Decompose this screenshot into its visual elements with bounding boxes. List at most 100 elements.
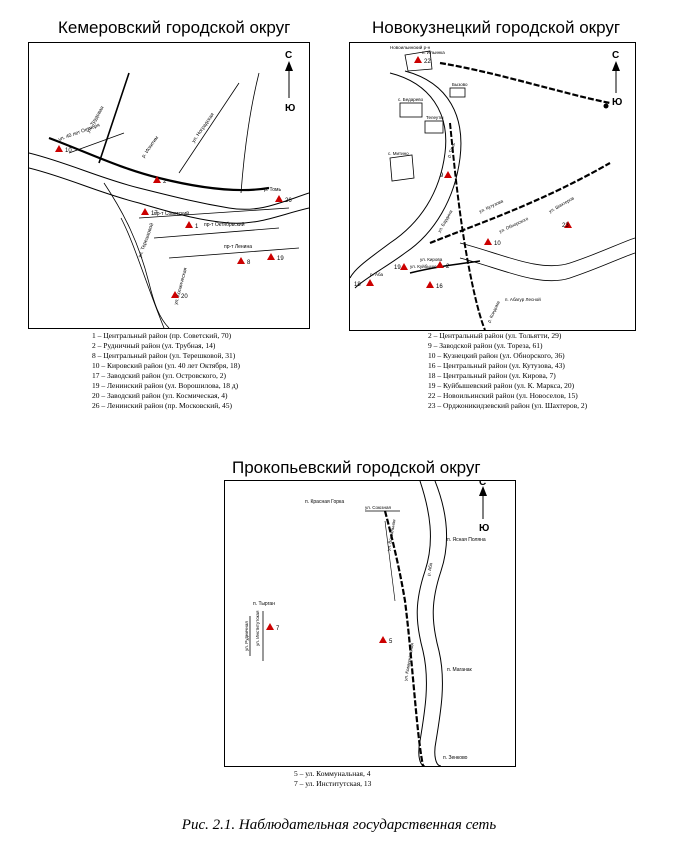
street-label: р. Аба bbox=[426, 562, 433, 576]
compass-south: Ю bbox=[612, 97, 622, 108]
compass-north: С bbox=[612, 50, 619, 61]
figure-caption: Рис. 2.1. Наблюдательная государственная… bbox=[181, 817, 497, 833]
compass-north: С bbox=[479, 481, 486, 488]
station-label: 23 bbox=[562, 223, 569, 229]
kemerovo-title: Кемеровский городской округ bbox=[58, 18, 291, 37]
station-marker bbox=[153, 176, 161, 183]
station-label: 16 bbox=[436, 284, 443, 290]
station-label: 19 bbox=[394, 265, 401, 271]
station-marker bbox=[444, 171, 452, 178]
street-label: ул. Терешковой bbox=[136, 222, 155, 259]
legend-item: 20 – Заводский район (ул. Космическая, 4… bbox=[92, 391, 228, 400]
street-label: ул. Куйбышева bbox=[410, 263, 442, 269]
place-label: Телеуты bbox=[426, 115, 443, 120]
station-label: 9 bbox=[440, 173, 444, 179]
legend-item: 2 – Центральный район (ул. Тольятти, 29) bbox=[428, 331, 562, 340]
station-label: 2 bbox=[446, 264, 450, 270]
station-label: 5 bbox=[389, 639, 393, 645]
legend-item: 19 – Куйбышевский район (ул. К. Маркса, … bbox=[428, 381, 575, 390]
station-marker bbox=[171, 291, 179, 298]
legend-item: 10 – Кузнецкий район (ул. Обнорского, 36… bbox=[428, 351, 565, 360]
place-label: п. Ильинка bbox=[422, 50, 445, 55]
place-label: п. Тырган bbox=[253, 601, 275, 607]
street-label: ул. Коммунальная bbox=[403, 642, 415, 681]
station-label: 26 bbox=[285, 198, 292, 204]
station-label: 7 bbox=[276, 626, 280, 632]
street-label: ул. Шахтеров bbox=[548, 195, 575, 214]
station-marker bbox=[267, 253, 275, 260]
station-label: 10 bbox=[65, 148, 72, 154]
station-label: 1 bbox=[195, 224, 199, 230]
station-label: 20 bbox=[181, 294, 188, 300]
prokopyevsk-map: С Ю п. Красная Горка ул. Союзная п. Ясна… bbox=[224, 477, 516, 767]
street-label: пр-т Советский bbox=[154, 210, 189, 217]
street-label: р. Томь bbox=[446, 142, 456, 159]
station-label: 2 bbox=[163, 179, 167, 185]
station-marker bbox=[185, 221, 193, 228]
kemerovo-map: С Ю ул. 40 лет Октября ул. Трудовая р. И… bbox=[28, 42, 310, 329]
kemerovo-legend: 1 – Центральный район (пр. Советский, 70… bbox=[92, 331, 240, 411]
legend-item: 19 – Ленинский район (ул. Ворошилова, 18… bbox=[92, 381, 239, 390]
station-marker bbox=[366, 279, 374, 286]
station-label: 18 bbox=[354, 282, 361, 288]
street-label: ул. Ноградская bbox=[191, 112, 216, 144]
station-label: 19 bbox=[277, 256, 284, 262]
legend-item: 2 – Рудничный район (ул. Трубная, 14) bbox=[92, 341, 216, 350]
legend-item: 7 – ул. Институтская, 13 bbox=[294, 779, 372, 788]
compass-south: Ю bbox=[479, 523, 489, 534]
station-marker bbox=[266, 623, 274, 630]
street-label: р. Аба bbox=[370, 272, 383, 277]
street-label: ул. Институтская bbox=[255, 610, 260, 646]
compass-north: С bbox=[285, 50, 292, 61]
station-label: 17 bbox=[151, 211, 158, 217]
novokuznetsk-legend: 2 – Центральный район (ул. Тольятти, 29)… bbox=[428, 331, 587, 411]
legend-item: 9 – Заводской район (ул. Тореза, 61) bbox=[428, 341, 543, 350]
place-label: п. Маганак bbox=[447, 667, 473, 673]
station-marker bbox=[436, 261, 444, 268]
legend-item: 22 – Новоильинский район (ул. Новоселов,… bbox=[428, 391, 578, 400]
street-label: ул. Рудничная bbox=[244, 621, 249, 651]
street-label: р. Томь bbox=[264, 187, 281, 193]
station-label: 8 bbox=[247, 260, 251, 266]
station-marker bbox=[564, 221, 572, 228]
street-label: ул. Бардина bbox=[437, 209, 454, 234]
legend-item: 17 – Заводский район (ул. Островского, 2… bbox=[92, 371, 227, 380]
station-marker bbox=[484, 238, 492, 245]
place-label: с. Митино bbox=[388, 151, 409, 156]
place-label: п. Красная Горка bbox=[305, 499, 344, 505]
station-marker bbox=[275, 195, 283, 202]
legend-item: 10 – Кировский район (ул. 40 лет Октября… bbox=[92, 361, 240, 370]
street-label: р. Искитим bbox=[141, 135, 161, 160]
street-label: ул. Кирова bbox=[420, 257, 443, 262]
station-label: 10 bbox=[494, 241, 501, 247]
station-marker bbox=[237, 257, 245, 264]
street-label: пр-т Ленина bbox=[224, 244, 252, 250]
compass-south: Ю bbox=[285, 103, 295, 114]
prokopyevsk-legend: 5 – ул. Коммунальная, 4 7 – ул. Институт… bbox=[294, 769, 371, 789]
station-marker bbox=[426, 281, 434, 288]
legend-item: 1 – Центральный район (пр. Советский, 70… bbox=[92, 331, 232, 340]
station-marker bbox=[141, 208, 149, 215]
place-label: Бызово bbox=[452, 82, 468, 87]
legend-item: 18 – Центральный район (ул. Кирова, 7) bbox=[428, 371, 556, 380]
legend-item: 5 – ул. Коммунальная, 4 bbox=[294, 769, 371, 778]
place-label: п. Зенково bbox=[443, 755, 468, 761]
station-label: 22 bbox=[424, 59, 431, 65]
legend-item: 26 – Ленинский район (пр. Московский, 45… bbox=[92, 401, 233, 410]
street-label: р. Кондома bbox=[486, 300, 501, 324]
street-label: пр-т Октябрьский bbox=[204, 221, 245, 228]
legend-item: 23 – Орджоникидзевский район (ул. Шахтер… bbox=[428, 401, 588, 410]
station-marker bbox=[55, 145, 63, 152]
novokuznetsk-map: С Ю Новоильинский р-н п. Ильинка Бызово … bbox=[349, 42, 636, 331]
place-label: ул. Союзная bbox=[365, 505, 391, 510]
station-marker bbox=[400, 263, 408, 270]
station-marker bbox=[414, 56, 422, 63]
prokopyevsk-title: Прокопьевский городской округ bbox=[232, 458, 481, 477]
street-label: ул. Вокзальная bbox=[386, 518, 397, 551]
legend-item: 16 – Центральный район (ул. Кутузова, 43… bbox=[428, 361, 565, 370]
place-label: п. Абагур Лесной bbox=[505, 296, 541, 302]
novokuznetsk-title: Новокузнецкий городской округ bbox=[372, 18, 621, 37]
street-label: ул. Обнорского bbox=[498, 216, 529, 234]
place-label: п. Ясная Поляна bbox=[447, 537, 486, 543]
place-label: Новоильинский р-н bbox=[390, 44, 431, 50]
